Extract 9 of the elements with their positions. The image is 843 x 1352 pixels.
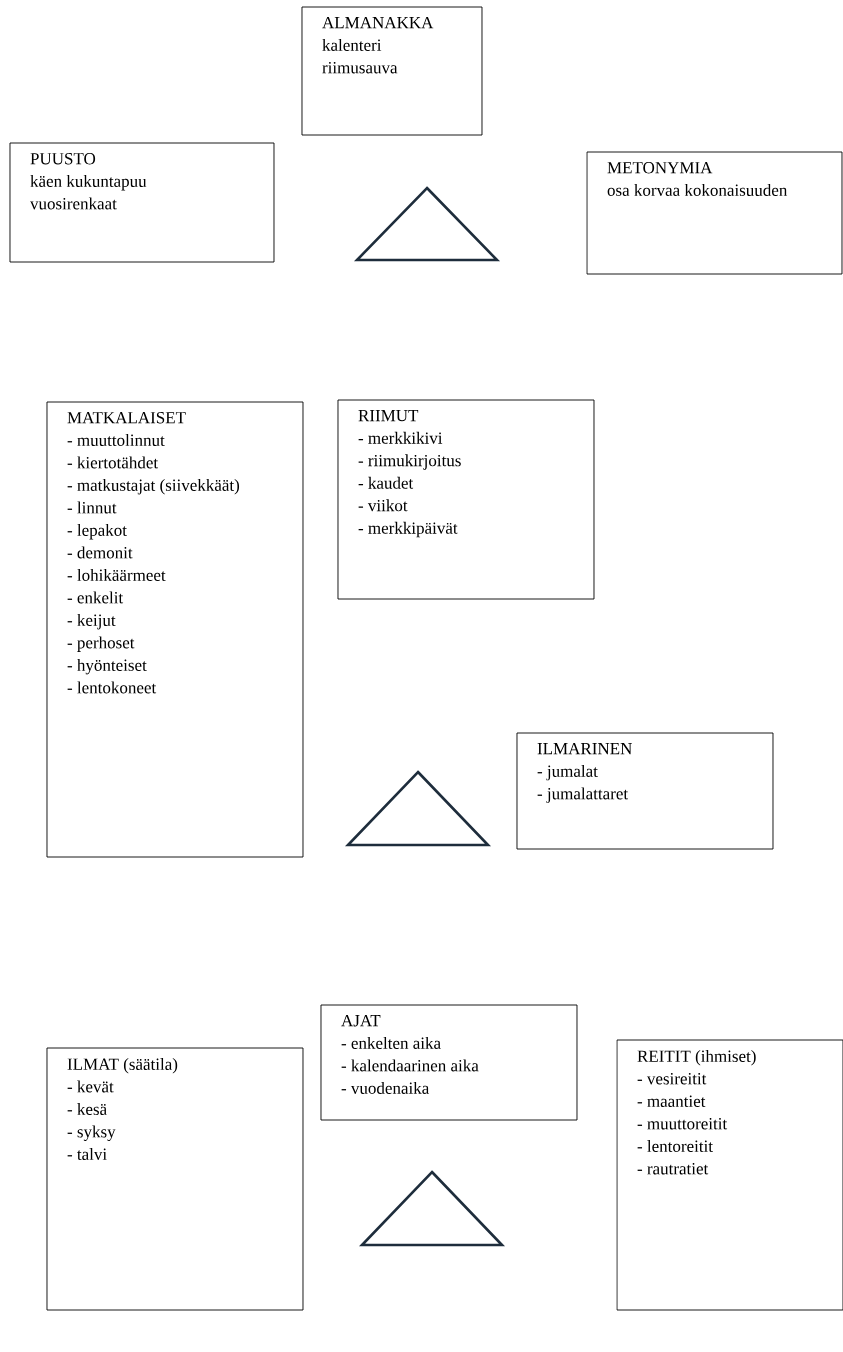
text-box: RIIMUT - merkkikivi - riimukirjoitus - kaudet - viikot - merkkipäivät <box>337 399 595 600</box>
text-box: REITIT (ihmiset) - vesireitit - maantiet - muuttoreitit - lentoreitit - rautratiet <box>616 1039 843 1311</box>
text-box: PUUSTO käen kukuntapuu vuosirenkaat <box>9 142 275 263</box>
text-box: METONYMIA osa korvaa kokonaisuuden <box>586 151 843 275</box>
text-box: ALMANAKKA kalenteri riimusauva <box>301 6 483 136</box>
text-box: AJAT - enkelten aika - kalendaarinen aika - vuodenaika <box>320 1004 578 1121</box>
text-box: MATKALAISET - muuttolinnut - kiertotähdet - matkustajat (siivekkäät) - linnut - lepakot - demonit - lohikäärmeet - enkelit - keijut - perhoset - hyönteiset - lentokoneet <box>46 401 304 858</box>
text-box: ILMARINEN - jumalat - jumalattaret <box>516 732 774 850</box>
text-box: ILMAT (säätila) - kevät - kesä - syksy - talvi <box>46 1047 304 1311</box>
